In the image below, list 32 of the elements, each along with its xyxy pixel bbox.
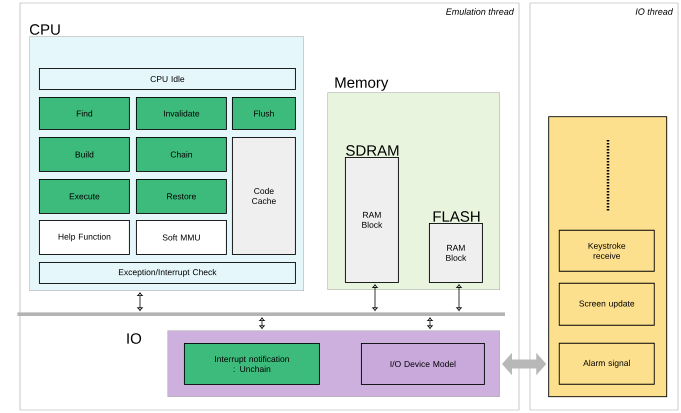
double-arrow — [427, 317, 433, 329]
double-arrow — [456, 284, 462, 311]
panel-title: Memory — [335, 77, 388, 91]
process-box: Chain — [136, 136, 227, 172]
double-arrow — [372, 284, 378, 311]
process-box: Invalidate — [136, 96, 227, 130]
process-box: Restore — [136, 178, 227, 214]
panel-title: IO — [127, 333, 142, 344]
process-box: Build — [38, 136, 130, 172]
process-box: CPU Idle — [38, 68, 296, 90]
cache-box: Code Cache — [232, 136, 296, 255]
process-box: I/O Device Model — [360, 342, 485, 385]
process-box: Flush — [232, 96, 296, 130]
panel-title: FLASH — [434, 211, 480, 222]
panel-title: CPU — [30, 24, 60, 35]
process-box: Exception/Interrupt Check — [38, 262, 296, 284]
panel-title: SDRAM — [346, 145, 398, 156]
double-arrow — [259, 317, 265, 329]
process-box: Interrupt notification : Unchain — [184, 342, 320, 385]
task-box: Keystroke receive — [558, 230, 655, 272]
process-box: Find — [38, 96, 130, 130]
process-box: Help Function — [38, 220, 130, 255]
double-arrow — [137, 292, 143, 311]
task-box: Screen update — [558, 282, 655, 326]
process-box: Execute — [38, 178, 130, 214]
ram-block: RAM Block — [344, 156, 399, 283]
bus-bar — [17, 312, 505, 316]
task-box: Alarm signal — [558, 342, 655, 385]
panel-title: IO thread — [636, 8, 674, 15]
process-box: Soft MMU — [136, 220, 227, 255]
panel-title: Emulation thread — [446, 8, 514, 15]
ram-block: RAM Block — [428, 222, 483, 283]
